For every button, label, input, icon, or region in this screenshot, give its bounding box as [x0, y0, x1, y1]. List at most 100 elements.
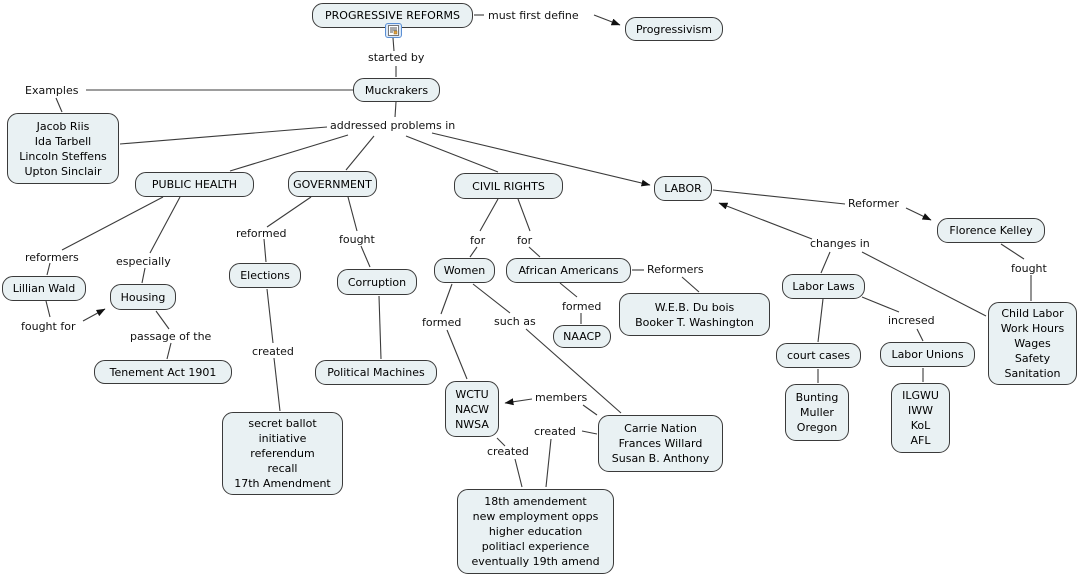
connector-line [46, 262, 51, 276]
connector-line [360, 245, 371, 268]
connector-line [347, 196, 358, 232]
node-court-case-names[interactable]: Bunting Muller Oregon [785, 384, 849, 441]
node-progressive-reforms[interactable]: PROGRESSIVE REFORMS [312, 3, 473, 28]
link-label-passage-of-the[interactable]: passage of the [130, 330, 212, 343]
link-label-reformers-civil-rights[interactable]: Reformers [647, 263, 704, 276]
connector-line [55, 97, 63, 113]
link-label-created-carrie[interactable]: created [534, 425, 576, 438]
link-label-formed-wctu[interactable]: formed [422, 316, 462, 329]
connector-line [582, 404, 598, 416]
node-label: LABOR [664, 182, 702, 195]
link-label-fought-for[interactable]: fought for [21, 320, 76, 333]
link-label-reformers-public-health[interactable]: reformers [25, 251, 79, 264]
connector-line [861, 251, 987, 317]
node-suffrage-outcomes[interactable]: 18th amendement new employment opps high… [457, 489, 614, 574]
node-label: PROGRESSIVE REFORMS [325, 9, 460, 22]
connector-line [440, 283, 453, 315]
connector-line [545, 438, 552, 488]
link-label-fought-florence-kelley[interactable]: fought [1011, 262, 1047, 275]
connector-line [392, 37, 395, 52]
node-label: NAACP [563, 330, 601, 343]
link-label-especially[interactable]: especially [116, 255, 171, 268]
connector-line [266, 288, 274, 344]
connector-line [479, 198, 499, 232]
connector-line [517, 198, 531, 232]
link-label-fought-government[interactable]: fought [339, 233, 375, 246]
link-label-addressed-problems-in[interactable]: addressed problems in [330, 119, 456, 132]
node-wctu[interactable]: WCTU NACW NWSA [445, 381, 499, 437]
document-resource-icon[interactable] [385, 23, 402, 38]
connector-line [45, 300, 51, 318]
connector-line [1000, 243, 1025, 260]
connector-line [496, 437, 506, 447]
node-label: court cases [786, 349, 851, 362]
node-progressivism[interactable]: Progressivism [625, 17, 723, 41]
connector-line [559, 282, 578, 298]
node-government[interactable]: GOVERNMENT [288, 171, 377, 197]
node-corruption[interactable]: Corruption [337, 269, 417, 295]
link-label-members[interactable]: members [535, 391, 588, 404]
connector-line [472, 283, 511, 314]
node-lillian-wald[interactable]: Lillian Wald [2, 276, 86, 301]
link-label-such-as[interactable]: such as [494, 315, 536, 328]
node-political-machines[interactable]: Political Machines [315, 360, 437, 385]
connector-line [166, 342, 172, 360]
node-label: W.E.B. Du bois Booker T. Washington [635, 300, 754, 329]
link-label-created-wctu[interactable]: created [487, 445, 529, 458]
node-union-names[interactable]: ILGWU IWW KoL AFL [891, 383, 950, 453]
link-label-formed-naacp[interactable]: formed [562, 300, 602, 313]
connector-line [681, 276, 700, 293]
node-muckraker-examples[interactable]: Jacob Riis Ida Tarbell Lincoln Steffens … [7, 113, 119, 184]
connector-line [141, 267, 146, 284]
link-label-for-women[interactable]: for [470, 234, 486, 247]
node-label: PUBLIC HEALTH [151, 178, 238, 191]
node-women-reformer-names[interactable]: Carrie Nation Frances Willard Susan B. A… [598, 415, 723, 472]
node-label: Lillian Wald [12, 282, 76, 295]
connector-line [405, 135, 499, 173]
link-label-must-first-define[interactable]: must first define [488, 9, 579, 22]
node-tenement-act[interactable]: Tenement Act 1901 [94, 360, 232, 384]
link-label-incresed[interactable]: incresed [888, 314, 935, 327]
node-label: African Americans [518, 264, 619, 277]
node-label: Child Labor Work Hours Wages Safety Sani… [1000, 307, 1065, 380]
link-label-for-african-americans[interactable]: for [517, 234, 533, 247]
node-florence-kelley[interactable]: Florence Kelley [937, 218, 1045, 243]
connector-arrow [905, 207, 932, 221]
link-label-changes-in[interactable]: changes in [810, 237, 870, 250]
connector-line [149, 196, 181, 254]
node-naacp[interactable]: NAACP [553, 325, 611, 348]
node-label: Progressivism [635, 22, 712, 36]
node-elections[interactable]: Elections [229, 263, 301, 288]
node-aa-reformer-names[interactable]: W.E.B. Du bois Booker T. Washington [619, 293, 770, 336]
node-label: secret ballot initiative referendum reca… [234, 417, 331, 490]
link-label-examples[interactable]: Examples [25, 84, 79, 97]
connector-arrow [504, 398, 533, 406]
node-label: ILGWU IWW KoL AFL [902, 389, 939, 447]
node-court-cases[interactable]: court cases [776, 343, 861, 368]
link-label-created-elections[interactable]: created [252, 345, 294, 358]
node-election-reforms[interactable]: secret ballot initiative referendum reca… [222, 412, 343, 495]
node-labor-issues[interactable]: Child Labor Work Hours Wages Safety Sani… [988, 302, 1077, 385]
connector-line [525, 328, 622, 414]
link-label-reformer-labor[interactable]: Reformer [848, 197, 899, 210]
node-women[interactable]: Women [434, 258, 495, 283]
node-labor-unions[interactable]: Labor Unions [880, 342, 975, 367]
node-public-health[interactable]: PUBLIC HEALTH [135, 172, 254, 197]
node-label: Tenement Act 1901 [109, 365, 217, 379]
node-muckrakers[interactable]: Muckrakers [353, 78, 440, 102]
link-label-started-by[interactable]: started by [368, 51, 425, 64]
node-civil-rights[interactable]: CIVIL RIGHTS [454, 173, 563, 199]
node-labor[interactable]: LABOR [654, 176, 712, 201]
node-housing[interactable]: Housing [110, 284, 176, 310]
node-label: Carrie Nation Frances Willard Susan B. A… [611, 422, 710, 465]
link-label-reformed[interactable]: reformed [236, 227, 287, 240]
node-african-americans[interactable]: African Americans [506, 258, 631, 283]
connector-line [514, 458, 523, 488]
node-labor-laws[interactable]: Labor Laws [782, 274, 865, 299]
connector-line [155, 310, 170, 330]
connector-line [378, 295, 382, 360]
connector-arrow [593, 14, 621, 26]
connector-line [916, 328, 924, 342]
connector-arrow [82, 308, 106, 322]
